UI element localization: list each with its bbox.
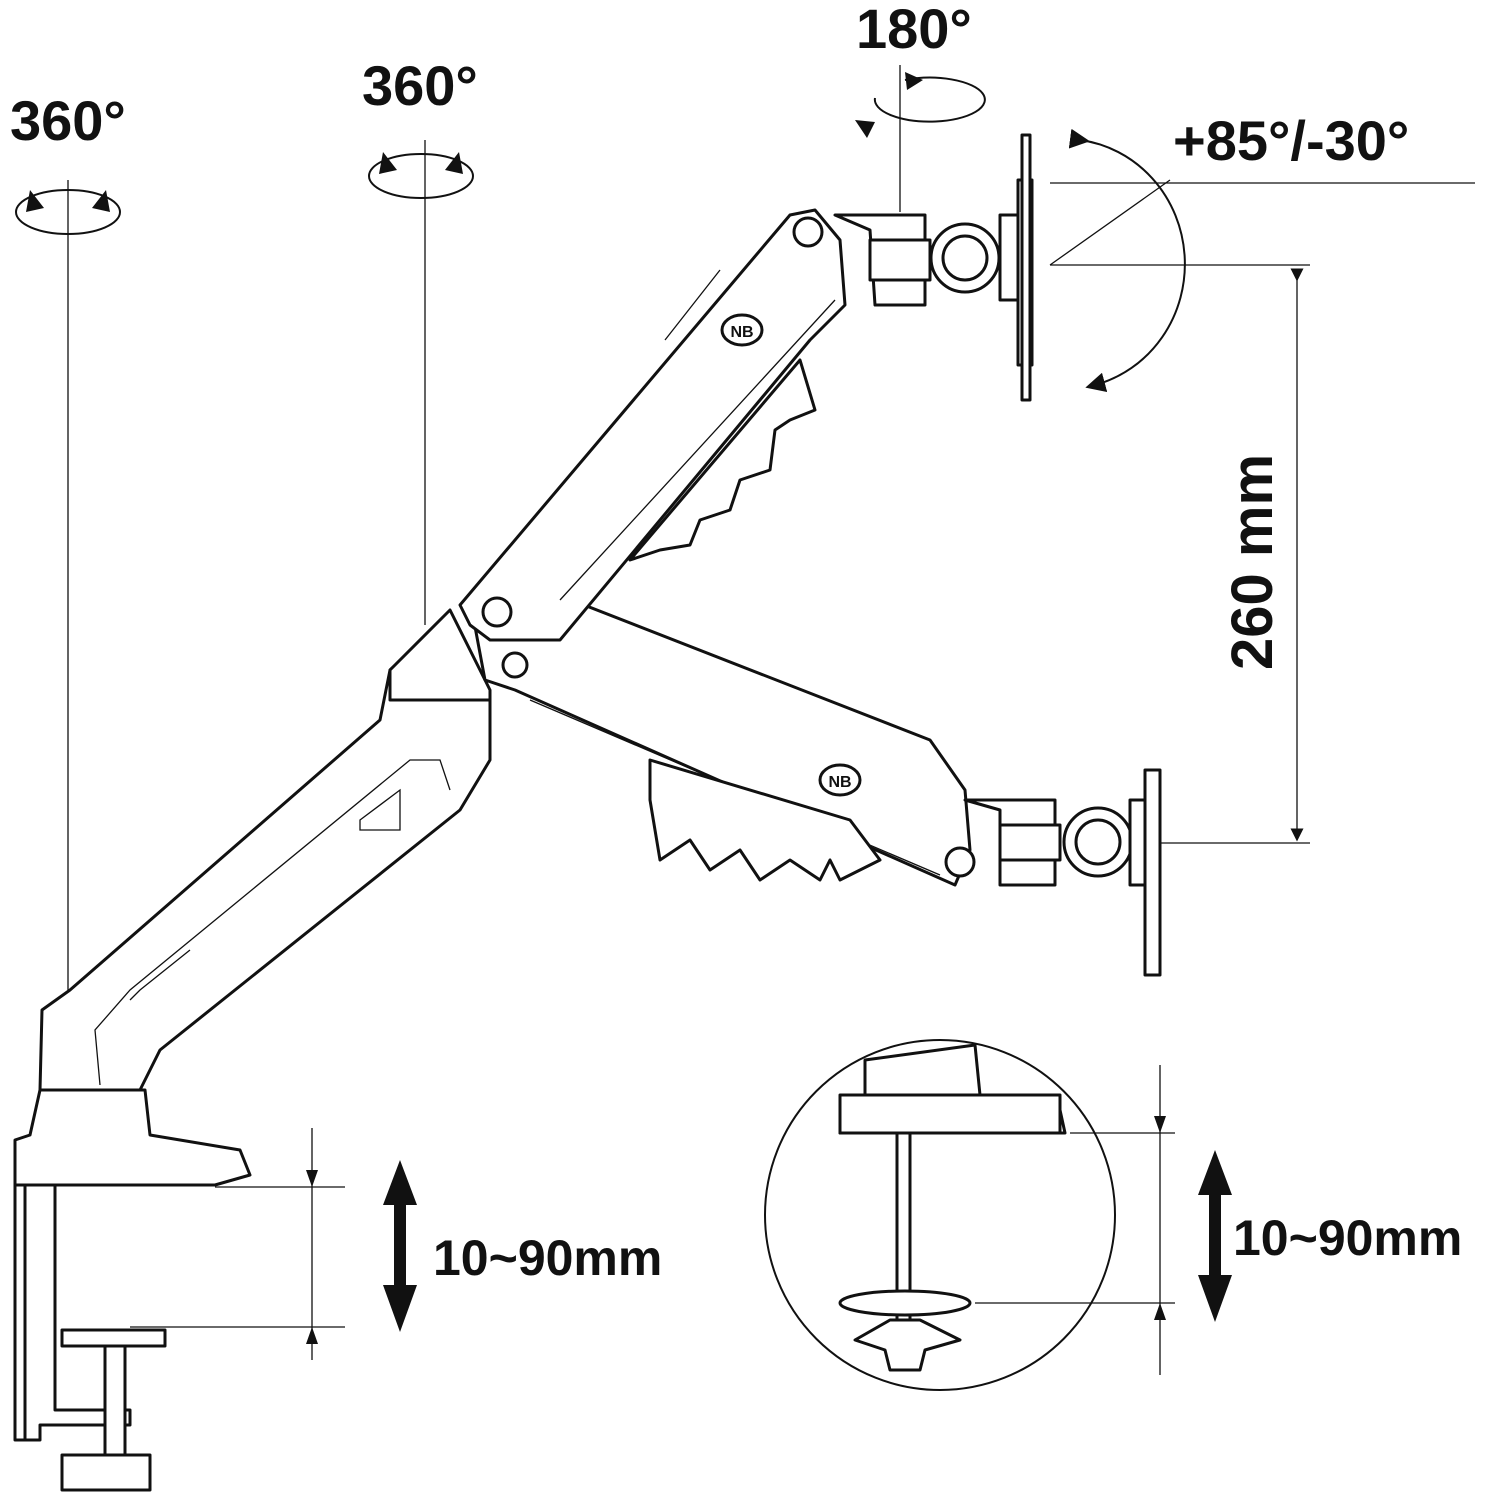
logo: NB <box>818 763 862 797</box>
clamp-dimension <box>130 1128 417 1360</box>
logo-text: NB <box>730 324 753 341</box>
rotation-arrow-icon <box>379 152 463 174</box>
tilt-label: +85°/-30° <box>1173 109 1409 172</box>
logo: NB <box>720 313 764 347</box>
forearm-lower-position: NB <box>468 578 1162 977</box>
base-rotation-axis <box>15 180 121 990</box>
base-rotation-label: 360° <box>10 89 126 152</box>
lower-arm <box>38 608 492 1092</box>
double-arrow-icon <box>1198 1150 1232 1322</box>
elbow-rotation-axis <box>368 140 474 625</box>
desk-clamp <box>13 1088 252 1492</box>
double-arrow-icon <box>383 1160 417 1332</box>
head-swivel-axis <box>855 65 986 212</box>
logo-text: NB <box>828 774 851 791</box>
rotation-arrow-icon <box>855 72 923 138</box>
head-swivel-label: 180° <box>856 0 972 60</box>
grommet-thickness-label: 10~90mm <box>1233 1210 1462 1266</box>
elbow-rotation-label: 360° <box>362 54 478 117</box>
rotation-arrow-icon <box>26 190 110 212</box>
forearm-raised-position: NB <box>458 133 1034 642</box>
clamp-thickness-label: 10~90mm <box>433 1230 662 1286</box>
height-range-label: 260 mm <box>1220 454 1285 670</box>
grommet-inset <box>764 1039 1232 1391</box>
tilt-indicator <box>1049 128 1475 393</box>
